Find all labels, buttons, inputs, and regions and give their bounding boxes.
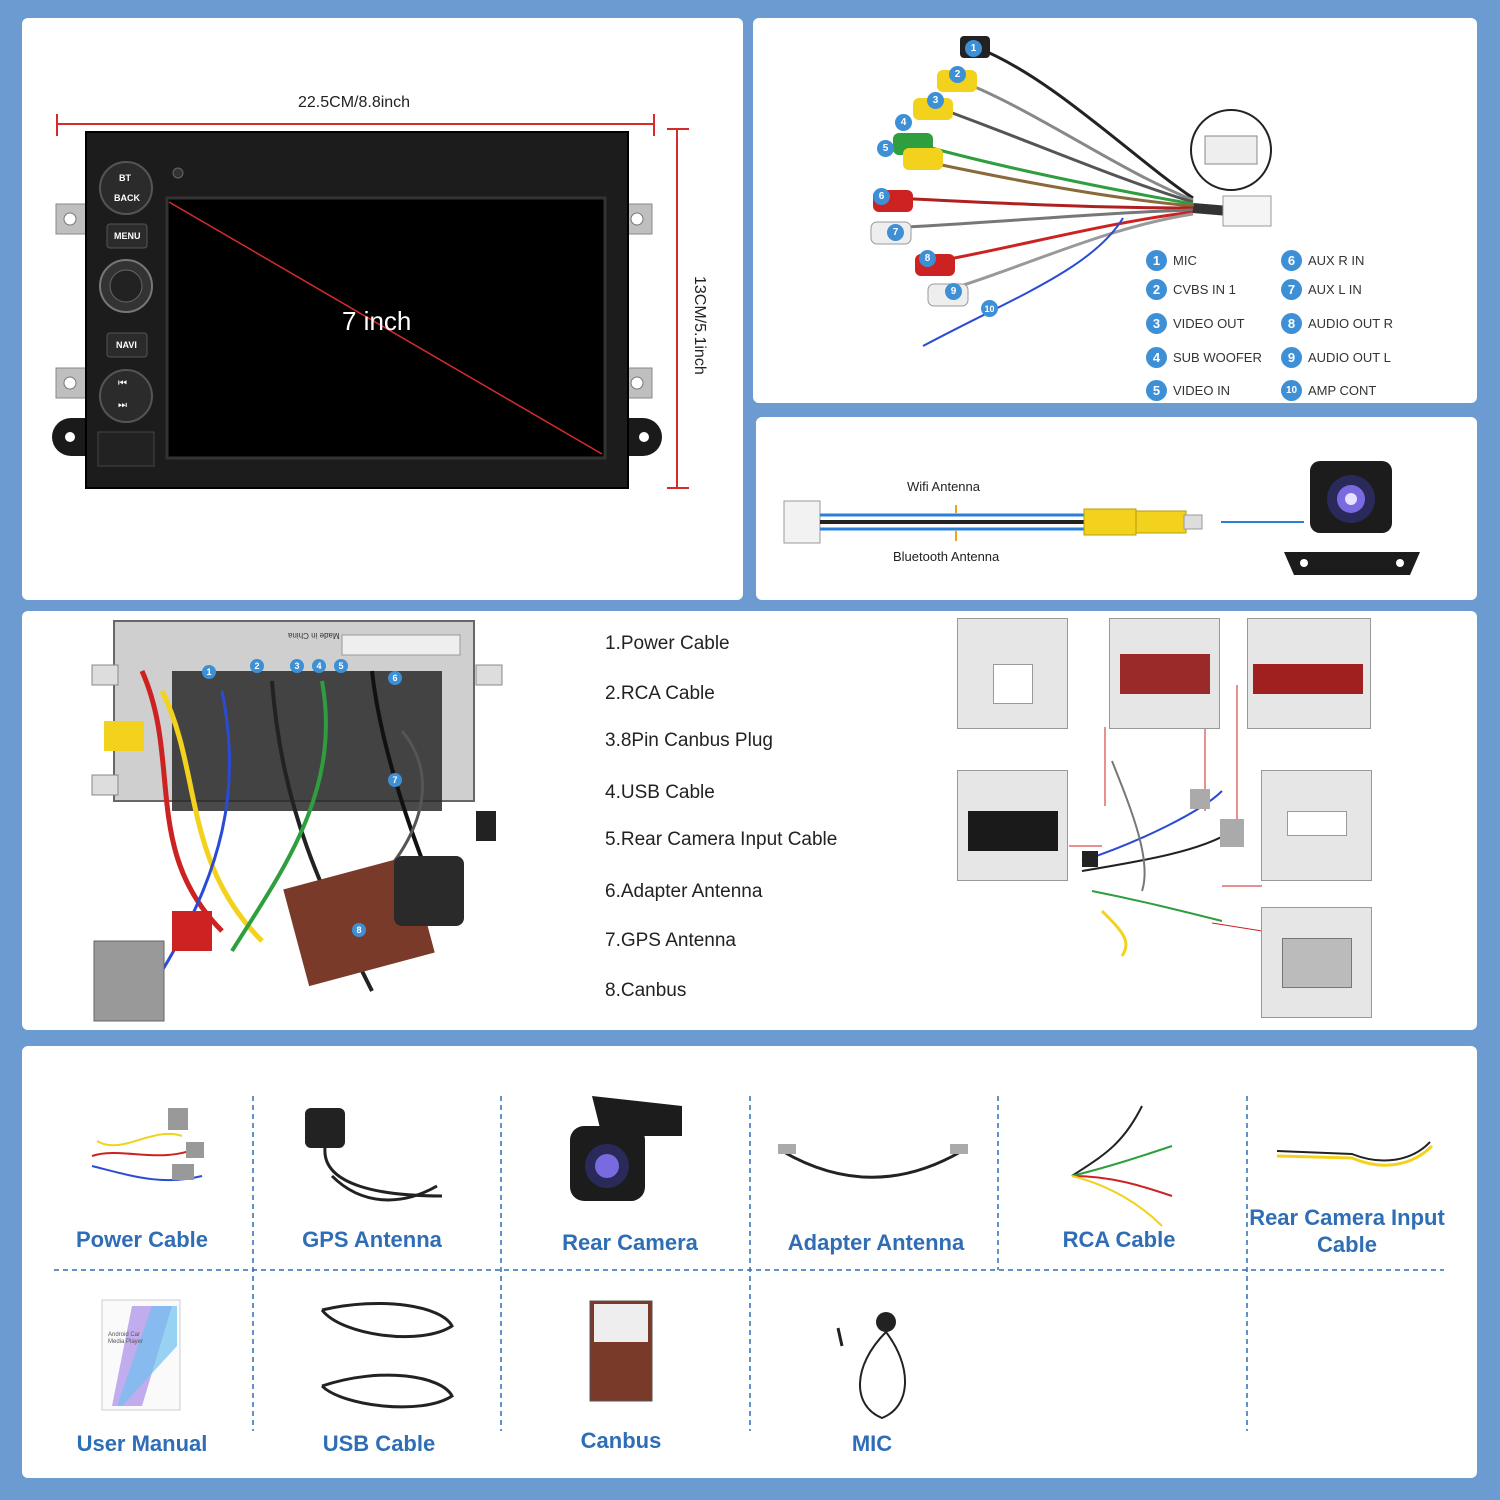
prev-track-icon: ⏮ [118, 378, 127, 389]
next-track-icon: ⏭ [118, 400, 127, 411]
connector-photo [957, 770, 1068, 881]
back-badge-8: 8 [352, 923, 366, 937]
adapter-antenna-label: Adapter Antenna [787, 1230, 965, 1255]
parts-list-item: 1.Power Cable [605, 633, 730, 654]
rca-badge-10: 10 [981, 300, 998, 317]
connector-photo [1109, 618, 1220, 729]
parts-list-item: 3.8Pin Canbus Plug [605, 730, 773, 751]
rca-cable-drawing [870, 36, 1272, 347]
manual-cover-text: Android Car Media Player [108, 1332, 144, 1345]
back-button-label: BACK [114, 193, 140, 203]
parts-list-item: 8.Canbus [605, 980, 687, 1001]
power-cable-label: Power Cable [75, 1227, 209, 1252]
navi-button-label: NAVI [116, 340, 137, 350]
rca-badge-1: 1 [965, 40, 982, 57]
accessories-panel: Power Cable GPS Antenna Rear Camera Adap… [22, 1046, 1477, 1478]
rca-badge-7: 7 [887, 224, 904, 241]
bluetooth-antenna-label: Bluetooth Antenna [893, 549, 1000, 564]
back-badge-2: 2 [250, 659, 264, 673]
rear-camera-label: Rear Camera [562, 1230, 698, 1255]
rca-badge-8: 8 [919, 250, 936, 267]
camera-cable-panel: Wifi Antenna Bluetooth Antenna [756, 417, 1477, 600]
screen-size-label: 7 inch [342, 306, 412, 336]
connector-photo [1261, 907, 1372, 1018]
parts-list-item: 5.Rear Camera Input Cable [605, 829, 838, 850]
camera-cable-drawing [783, 461, 1420, 575]
back-badge-4: 4 [312, 659, 326, 673]
back-badge-7: 7 [388, 773, 402, 787]
back-badge-5: 5 [334, 659, 348, 673]
usb-cable-label: USB Cable [322, 1431, 436, 1456]
head-unit-drawing [52, 114, 689, 489]
rca-cable-label: RCA Cable [1062, 1227, 1176, 1252]
rca-badge-5: 5 [877, 140, 894, 157]
parts-list-item: 6.Adapter Antenna [605, 881, 763, 902]
rca-badge-2: 2 [949, 66, 966, 83]
rca-badge-3: 3 [927, 92, 944, 109]
parts-panel: Made in China 1 2 3 4 5 6 7 8 1.Power Ca… [22, 611, 1477, 1030]
gps-antenna-label: GPS Antenna [302, 1227, 442, 1252]
height-dimension-label: 13CM/5.1inch [691, 276, 708, 375]
canbus-label: Canbus [580, 1428, 662, 1453]
connector-photo [1247, 618, 1371, 729]
wifi-antenna-label: Wifi Antenna [907, 479, 980, 494]
accessories-grid [54, 1096, 1444, 1431]
rca-badge-4: 4 [895, 114, 912, 131]
menu-button-label: MENU [114, 231, 141, 241]
bt-button-label: BT [119, 173, 131, 183]
parts-list-item: 2.RCA Cable [605, 683, 715, 704]
made-in-label: Made in China [288, 631, 340, 640]
width-dimension-label: 22.5CM/8.8inch [298, 94, 411, 111]
back-badge-3: 3 [290, 659, 304, 673]
rear-camera-input-cable-label: Rear Camera Input Cable [1249, 1205, 1445, 1257]
back-badge-6: 6 [388, 671, 402, 685]
parts-list-item: 4.USB Cable [605, 782, 715, 803]
back-badge-1: 1 [202, 665, 216, 679]
rca-badge-9: 9 [945, 283, 962, 300]
connector-photo [1261, 770, 1372, 881]
user-manual-label: User Manual [76, 1431, 208, 1456]
parts-list-item: 7.GPS Antenna [605, 930, 736, 951]
dimensions-panel: 22.5CM/8.8inch 13CM/5.1inch 7 inch BT BA… [22, 18, 743, 600]
connector-photo [957, 618, 1068, 729]
mic-label: MIC [851, 1431, 893, 1456]
back-panel-drawing [91, 620, 1263, 1022]
rca-badge-6: 6 [873, 188, 890, 205]
